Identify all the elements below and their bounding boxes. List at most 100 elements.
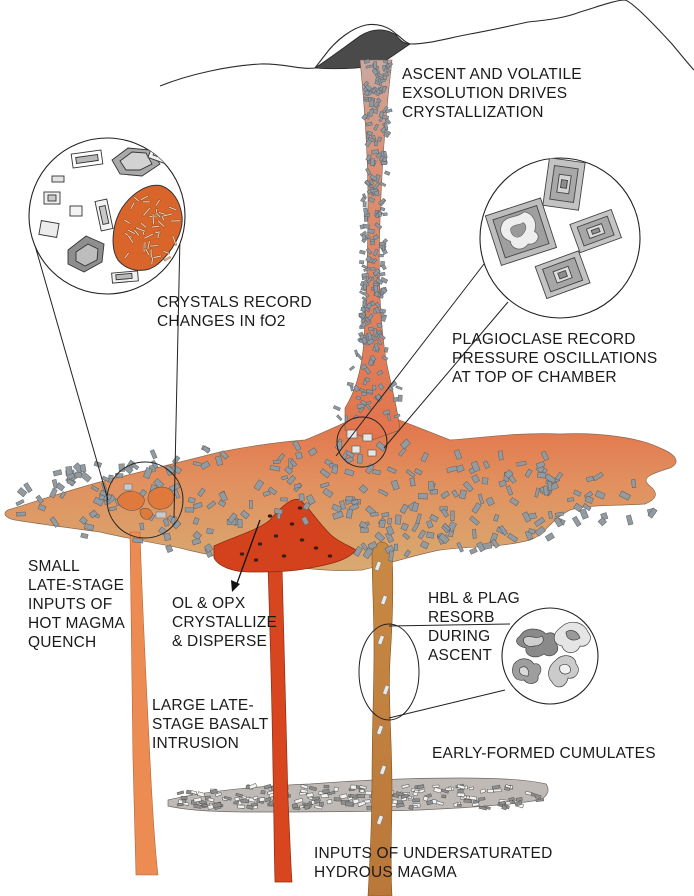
crystal [16,512,25,516]
crystal [327,799,332,804]
crystal [396,386,403,390]
crystal [367,229,374,234]
crystal [394,544,398,551]
label-undersaturated-hydrous-magma: INPUTS OF UNDERSATURATED HYDROUS MAGMA [314,844,552,882]
crystal [482,477,488,484]
crystal [370,242,374,245]
crystal [387,518,391,524]
crystal [433,785,439,788]
crystal [345,802,353,806]
crystal [383,213,388,216]
crystal [426,532,434,539]
crystal [372,386,376,390]
crystal [345,416,347,422]
crystal [357,404,364,409]
crystal [580,509,589,520]
olivine-crystal [298,506,302,509]
olivine-crystal [290,522,294,525]
crystal [357,454,362,463]
crystal [374,329,377,335]
crystal [347,382,353,386]
crystal [75,472,82,478]
crystal [458,789,463,793]
olivine-crystal [274,534,278,537]
crystal [346,497,353,501]
crystal [152,214,154,225]
crystal [299,494,304,501]
olivine-crystal [254,558,258,561]
crystal [334,797,341,801]
crystal [370,267,375,270]
label-small-late-stage-inputs: SMALL LATE-STAGE INPUTS OF HOT MAGMA QUE… [28,557,125,652]
crystal [300,792,307,795]
olivine-crystal [300,538,304,541]
crystal [384,171,390,176]
crystal [384,347,388,352]
crystal [334,787,338,791]
crystal [241,799,249,803]
label-large-basalt-intrusion: LARGE LATE- STAGE BASALT INTRUSION [152,696,268,753]
crystal [80,464,86,472]
crystal [280,498,287,501]
crystal [238,519,243,527]
olivine-crystal [240,552,244,555]
crystal [457,793,465,796]
crystal [464,799,472,803]
label-crystals-record-fo2: CRYSTALS RECORD CHANGES IN fO2 [157,293,312,331]
crystal [371,189,378,192]
crystal [382,161,387,165]
crystal [259,798,265,802]
crystal [170,220,180,222]
crystal [177,803,183,806]
crystal [359,250,365,254]
crystal [144,241,146,248]
crystal [261,790,265,794]
crystal [53,470,62,476]
crystal [380,207,385,211]
crystal [324,785,329,788]
crystal [428,482,434,491]
crystal [351,785,357,789]
crystal [415,790,419,793]
olivine-crystal [314,546,318,549]
crystal [349,366,354,371]
olivine-crystal [258,542,262,545]
label-plagioclase-pressure: PLAGIOCLASE RECORD PRESSURE OSCILLATIONS… [452,330,657,387]
crystal [238,805,245,808]
crystal [506,802,511,804]
crystal [478,797,485,800]
crystal [319,802,323,806]
crystal [493,789,501,792]
crystal [164,533,171,541]
crystal [359,260,364,264]
crystal [80,472,91,482]
crystal [631,479,636,487]
crystal [273,460,280,464]
crystal [16,499,24,505]
crystal [369,100,374,107]
crystal [364,216,367,221]
crystal [314,800,319,803]
crystal [362,392,367,395]
crystal [207,528,214,534]
crystal [81,533,89,539]
crystal [395,515,401,525]
crystal [377,323,382,328]
crystal [362,273,369,277]
hydrous-magma-feeder [368,542,393,896]
label-ascent-volatile-exsolution: ASCENT AND VOLATILE EXSOLUTION DRIVES CR… [402,65,582,122]
crystal [363,284,366,289]
crystal [374,141,378,146]
crystal [133,538,143,543]
crystal [383,75,386,80]
crystal [418,493,427,499]
crystal [346,509,352,518]
crystal [537,472,546,478]
crystal [234,802,239,804]
crystal [374,62,377,69]
crystal [17,487,27,496]
crystal [150,450,157,459]
crystal [292,804,297,808]
crystal [413,799,420,802]
crystal [369,327,374,330]
